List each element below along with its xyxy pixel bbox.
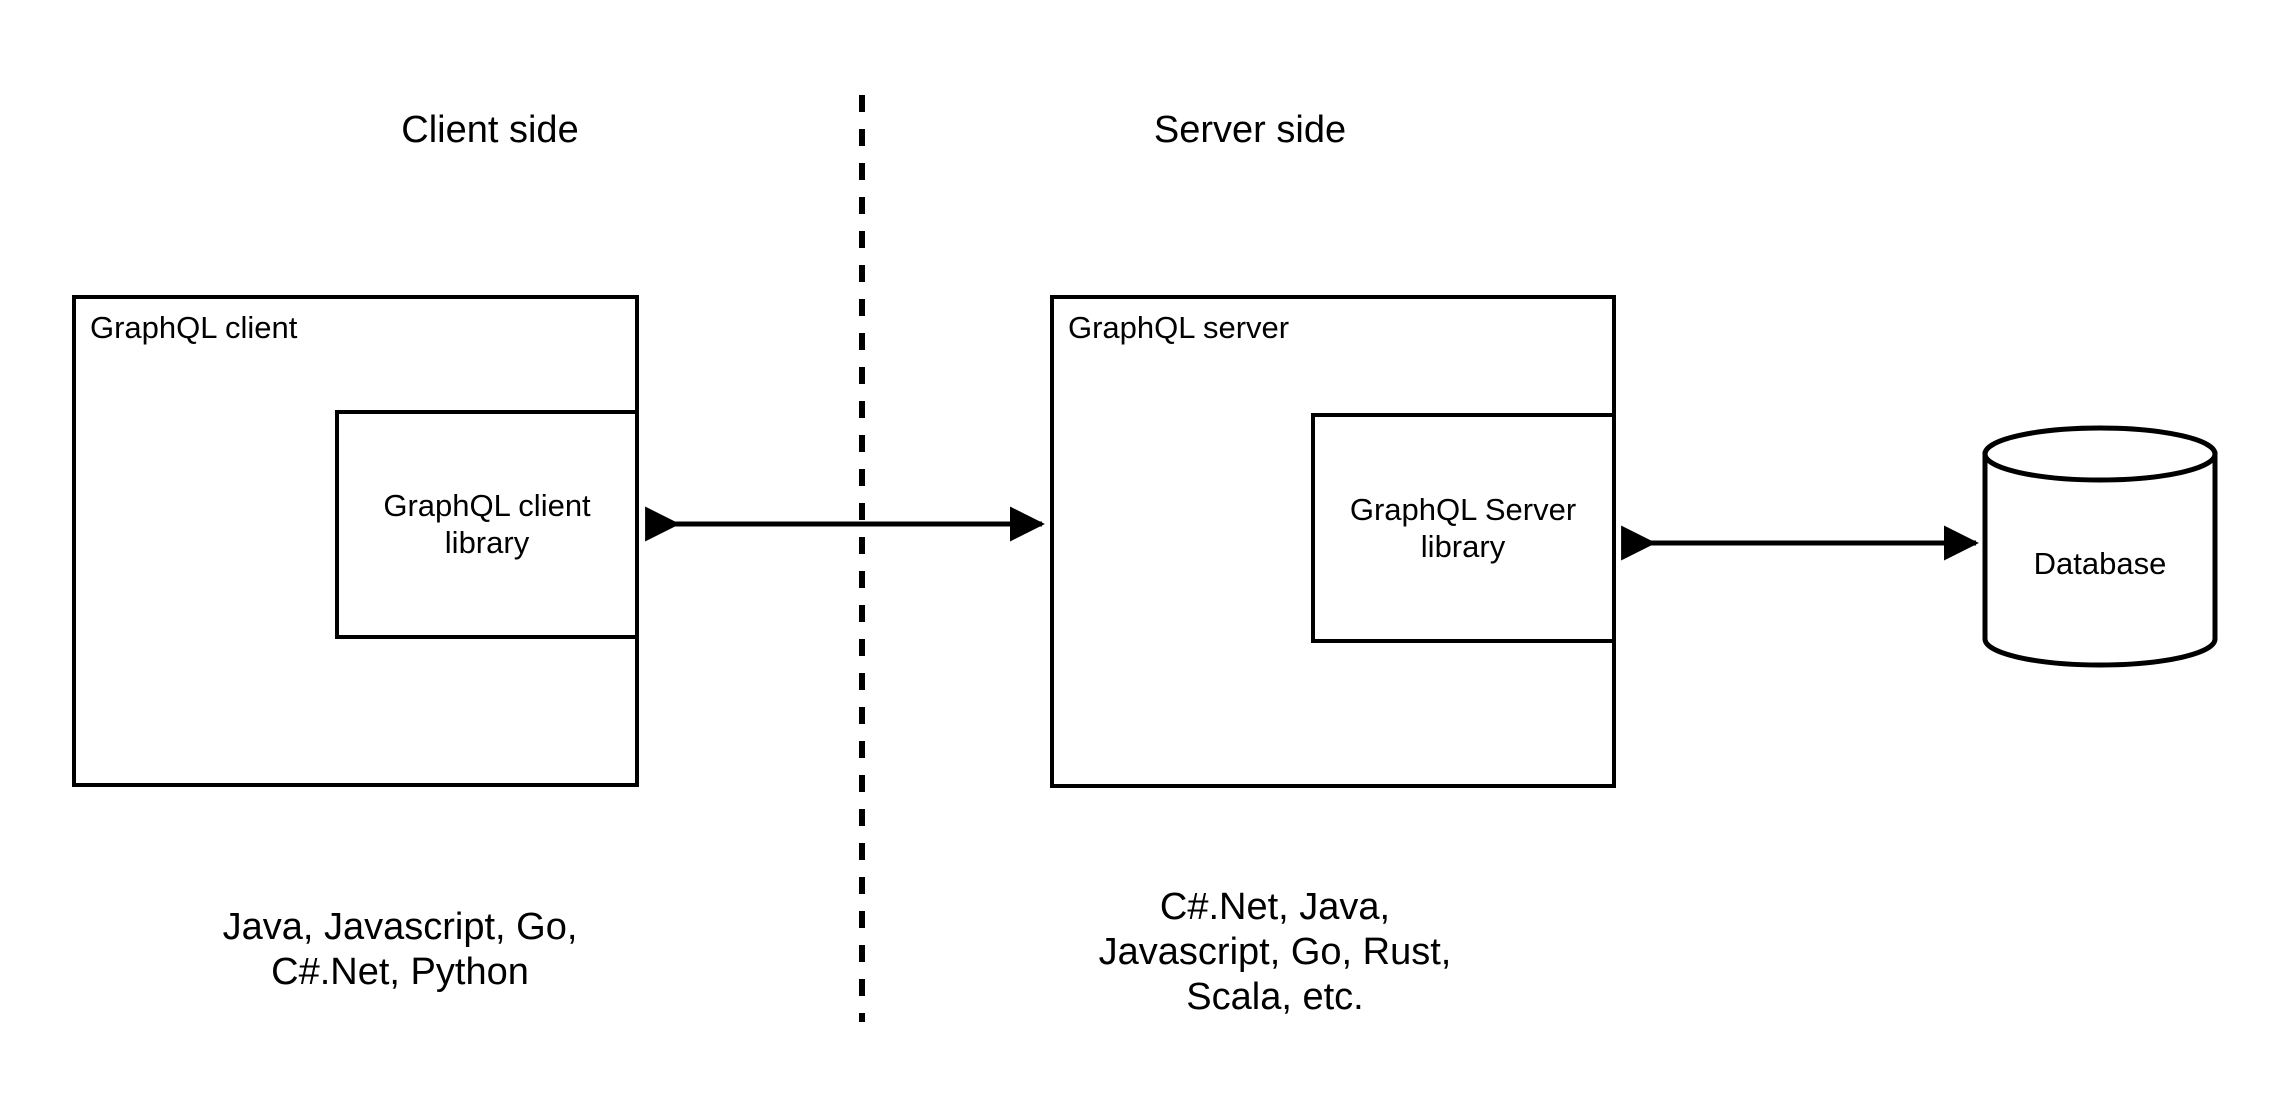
graphql-client-box-label: GraphQL client xyxy=(90,310,298,345)
graphql-server-box-label: GraphQL server xyxy=(1068,310,1290,345)
database-label: Database xyxy=(2033,546,2167,581)
graphql-server-library-box xyxy=(1311,413,1616,643)
client-side-title: Client side xyxy=(401,109,579,151)
graphql-client-library-box xyxy=(335,410,639,639)
graphql-server-library-label: GraphQL Server library xyxy=(1349,492,1577,564)
client-languages-caption: Java, Javascript, Go, C#.Net, Python xyxy=(222,906,578,993)
server-side-title: Server side xyxy=(1153,109,1347,151)
graphql-client-library-label: GraphQL client library xyxy=(383,488,591,560)
database-cylinder xyxy=(1982,425,2218,668)
server-languages-caption: C#.Net, Java, Javascript, Go, Rust, Scal… xyxy=(1098,886,1452,1018)
